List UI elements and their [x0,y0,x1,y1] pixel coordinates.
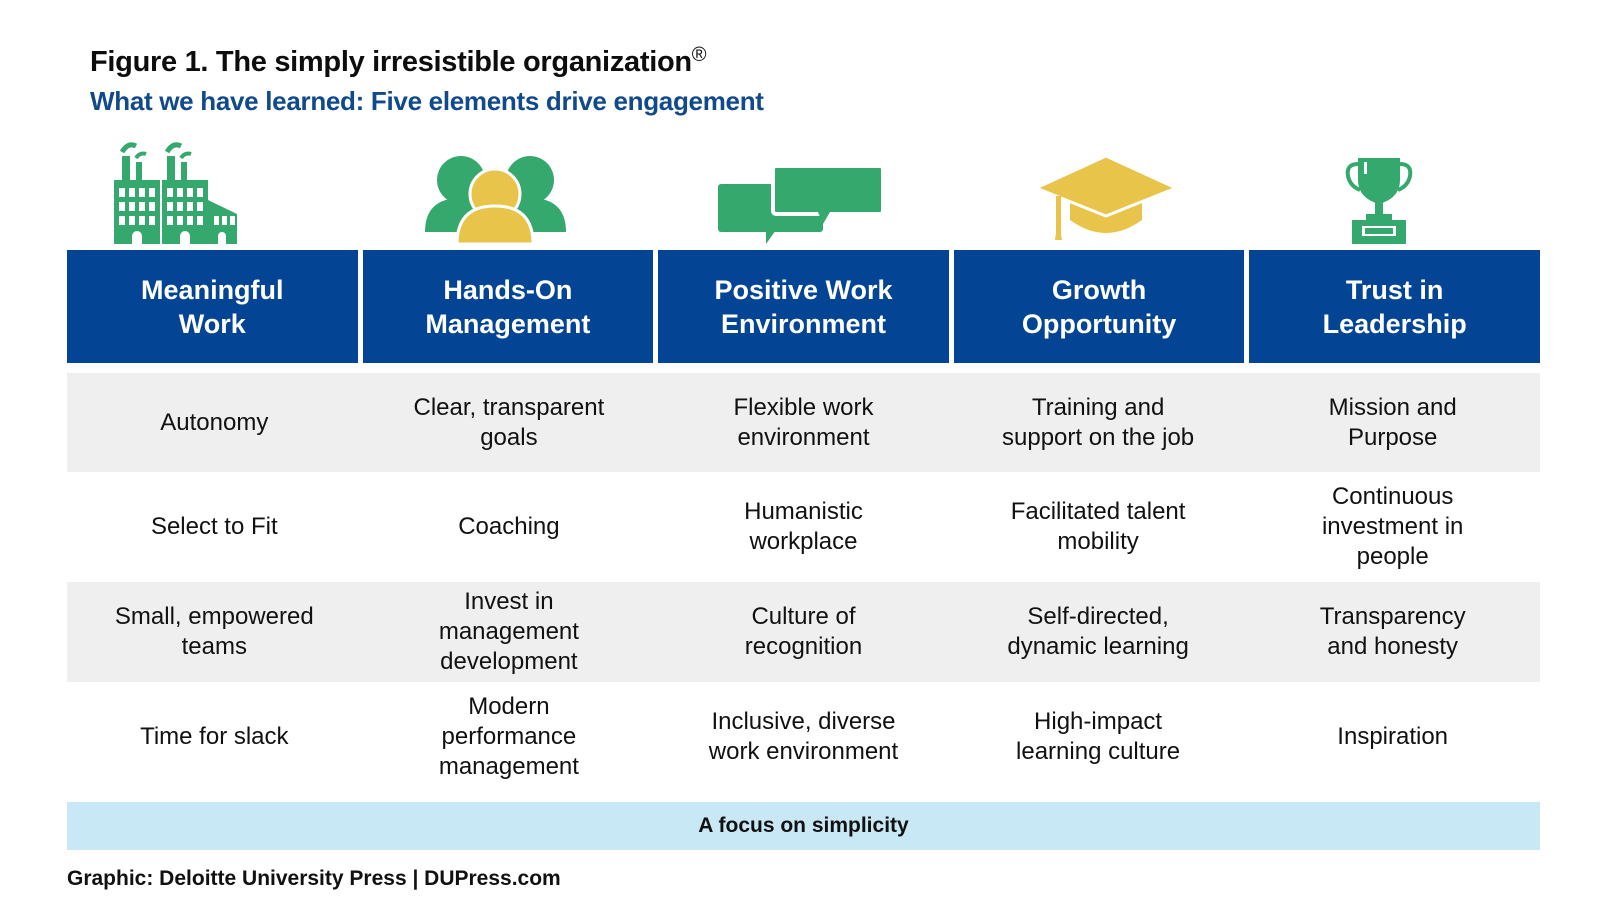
table-cell: Training and support on the job [1002,393,1195,451]
figure-subtitle: What we have learned: Five elements driv… [90,86,764,116]
header-positive-work-environment: Positive Work Environment [658,250,949,363]
icon-cell-growth-opportunity [954,128,1245,244]
header-label: Growth Opportunity [1021,274,1177,339]
factory-icon [114,142,237,244]
table-cell: Coaching [458,513,560,540]
header-label: Hands-On Management [425,274,591,339]
table-cell: Transparency and honesty [1319,603,1466,660]
icon-cell-meaningful-work [67,128,358,244]
speech-bubbles-icon [718,164,886,244]
table-row: Autonomy Clear, transparent goals Flexib… [67,373,1540,472]
icon-cell-trust-in-leadership [1249,128,1540,244]
table-cell: Culture of recognition [744,603,863,660]
graphic-credit: Graphic: Deloitte University Press | DUP… [67,867,561,890]
header-row: Meaningful Work Hands-On Management Posi… [67,250,1540,363]
table-cell: Inclusive, diverse work environment [708,708,899,765]
figure-title: Figure 1. The simply irresistible organi… [90,44,707,79]
table-body: Autonomy Clear, transparent goals Flexib… [67,373,1540,792]
header-growth-opportunity: Growth Opportunity [953,250,1245,363]
header-label: Trust in Leadership [1322,274,1467,339]
graduation-cap-icon [1035,156,1176,240]
header-label: Positive Work Environment [714,274,893,339]
table-cell: Small, empowered teams [114,603,314,660]
table-cell: Time for slack [140,723,289,750]
table-cell: Invest in management development [438,588,579,675]
header-trust-in-leadership: Trust in Leadership [1249,250,1540,363]
table-cell: Modern performance management [438,693,579,780]
header-hands-on-management: Hands-On Management [362,250,654,363]
trophy-icon [1346,158,1413,244]
table-row: Select to Fit Coaching Humanistic workpl… [67,472,1540,582]
figure-title-text: Figure 1. The simply irresistible organi… [90,46,692,78]
focus-band: A focus on simplicity [67,802,1540,850]
icon-cell-positive-work-environment [658,128,949,244]
table-row: Time for slack Modern performance manage… [67,682,1540,792]
icon-cell-hands-on-management [363,128,654,244]
people-group-icon [424,156,566,244]
table-row: Small, empowered teams Invest in managem… [67,582,1540,682]
registered-mark: ® [691,44,707,66]
elements-table: Meaningful Work Hands-On Management Posi… [67,250,1540,792]
table-cell: Continuous investment in people [1321,483,1464,570]
table-cell: Self-directed, dynamic learning [1007,603,1189,660]
table-cell: Inspiration [1337,723,1449,750]
icon-row [67,128,1540,244]
table-cell: Humanistic workplace [744,498,863,555]
table-cell: Flexible work environment [733,393,874,451]
table-cell: High-impact learning culture [1016,708,1181,765]
table-cell: Select to Fit [150,513,278,540]
table-cell: Mission and Purpose [1328,393,1457,451]
table-cell: Autonomy [160,408,269,436]
header-label: Meaningful Work [141,274,284,339]
header-meaningful-work: Meaningful Work [67,250,358,363]
table-cell: Facilitated talent mobility [1010,498,1186,555]
table-cell: Clear, transparent goals [413,393,605,451]
